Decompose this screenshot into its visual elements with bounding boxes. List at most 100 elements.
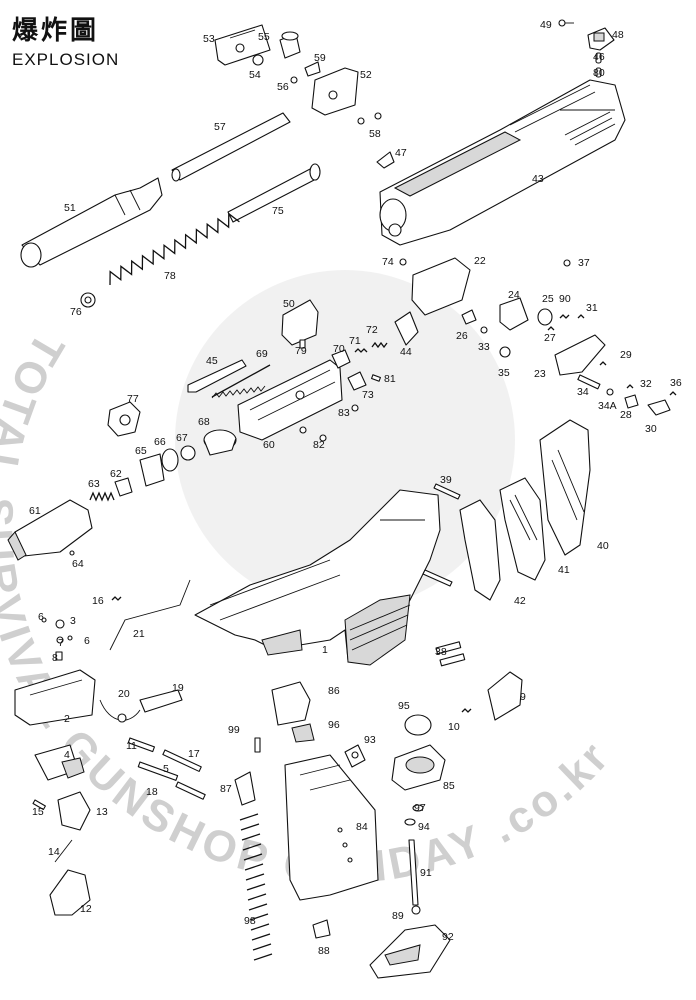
part-number-label: 33 [478, 341, 490, 353]
part-number-label: 53 [203, 33, 215, 45]
part-83-screw [299, 426, 327, 442]
part-number-label: 88 [318, 945, 330, 957]
part-number-label: 90 [559, 293, 571, 305]
part-number-label: 28 [620, 409, 632, 421]
part-88-lip [234, 771, 256, 806]
part-number-label: 1 [322, 644, 328, 656]
part-number-label: 59 [314, 52, 326, 64]
part-73-spring [371, 341, 388, 349]
part-67-ring [161, 448, 179, 472]
part-number-label: 38 [435, 646, 447, 658]
part-5-pin [137, 761, 179, 781]
part-number-label: 35 [498, 367, 510, 379]
part-8-pin [55, 651, 63, 661]
part-number-label: 86 [328, 685, 340, 697]
part-94-valve [344, 744, 366, 768]
part-number-label: 57 [214, 121, 226, 133]
part-92-rod [408, 839, 419, 906]
part-number-label: 92 [442, 931, 454, 943]
part-number-label: 11 [126, 740, 137, 752]
part-98-washer [412, 804, 424, 812]
part-number-label: 97 [414, 802, 426, 814]
part-53-hopup-unit [311, 67, 359, 116]
part-47-pin [595, 52, 602, 64]
part-44-slide [379, 79, 626, 246]
part-number-label: 98 [244, 915, 256, 927]
part-78-valve-knocker [107, 401, 141, 437]
part-74-piece [347, 371, 367, 391]
part-46-lever [187, 359, 247, 393]
part-77-bushing [80, 292, 96, 308]
part-52-outer-barrel [20, 177, 163, 268]
part-100-pin [254, 737, 261, 753]
part-3-pin [55, 619, 65, 629]
part-number-label: 51 [64, 202, 76, 214]
part-80-pin [299, 339, 306, 349]
part-63-piston [114, 477, 133, 497]
part-27-spring [547, 326, 555, 331]
part-number-label: 55 [258, 31, 270, 43]
part-number-label: 12 [80, 903, 92, 915]
part-15-pin [32, 799, 46, 811]
part-11-pin [127, 737, 155, 753]
part-22-block [411, 257, 471, 316]
part-39-pin [422, 569, 453, 587]
part-37-screw [563, 259, 571, 267]
part-number-label: 54 [249, 69, 261, 81]
part-number-label: 36 [670, 377, 682, 389]
part-12-trigger [49, 869, 91, 916]
part-57-small-ring [290, 76, 298, 84]
part-60-lever [304, 61, 321, 77]
part-number-label: 42 [514, 595, 526, 607]
part-24-sear [499, 297, 529, 331]
part-4-plate [34, 744, 85, 781]
part-number-label: 85 [443, 780, 455, 792]
part-number-label: 68 [198, 416, 210, 428]
part-number-label: 10 [448, 721, 460, 733]
part-number-label: 81 [384, 373, 396, 385]
part-99-mag-spring [239, 813, 273, 961]
part-number-label: 34 [577, 386, 589, 398]
part-number-label: 65 [135, 445, 147, 457]
part-number-label: 41 [558, 564, 570, 576]
part-21-trigger-bar [109, 579, 191, 651]
part-number-label: 58 [369, 128, 381, 140]
part-number-label: 24 [508, 289, 520, 301]
part-65-pin [69, 550, 75, 556]
part-95-washer [404, 818, 416, 826]
part-number-label: 48 [612, 29, 624, 41]
part-number-label: 19 [172, 682, 184, 694]
part-49-rear-sight [587, 27, 615, 51]
part-number-label: 83 [338, 407, 350, 419]
part-number-label: 27 [544, 332, 556, 344]
part-number-label: 71 [349, 335, 361, 347]
part-91-spring [559, 314, 570, 319]
part-10-spring [461, 708, 472, 713]
part-number-label: 95 [398, 700, 410, 712]
part-41-backstrap [539, 419, 591, 556]
part-6-pin [41, 617, 73, 641]
part-number-label: 73 [362, 389, 374, 401]
part-number-label: 96 [328, 719, 340, 731]
part-18-pin [175, 781, 206, 800]
part-17-pin [162, 749, 202, 772]
part-number-label: 72 [366, 324, 378, 336]
part-number-label: 89 [392, 910, 404, 922]
part-number-label: 3 [70, 615, 76, 627]
part-43-backstrap [459, 499, 501, 601]
part-number-label: 69 [256, 348, 268, 360]
part-number-label: 6 [38, 611, 44, 623]
part-number-label: 61 [29, 505, 41, 517]
part-number-label: 94 [418, 821, 430, 833]
part-81-pin [595, 67, 602, 78]
part-61-blowback-housing [237, 359, 343, 441]
part-number-label: 79 [295, 345, 307, 357]
part-number-label: 75 [272, 205, 284, 217]
part-number-label: 91 [420, 867, 432, 879]
part-number-label: 14 [48, 846, 60, 858]
part-55-hopup-rubber [252, 54, 264, 66]
part-number-label: 47 [395, 147, 407, 159]
part-number-label: 4 [64, 749, 70, 761]
part-number-label: 50 [283, 298, 295, 310]
